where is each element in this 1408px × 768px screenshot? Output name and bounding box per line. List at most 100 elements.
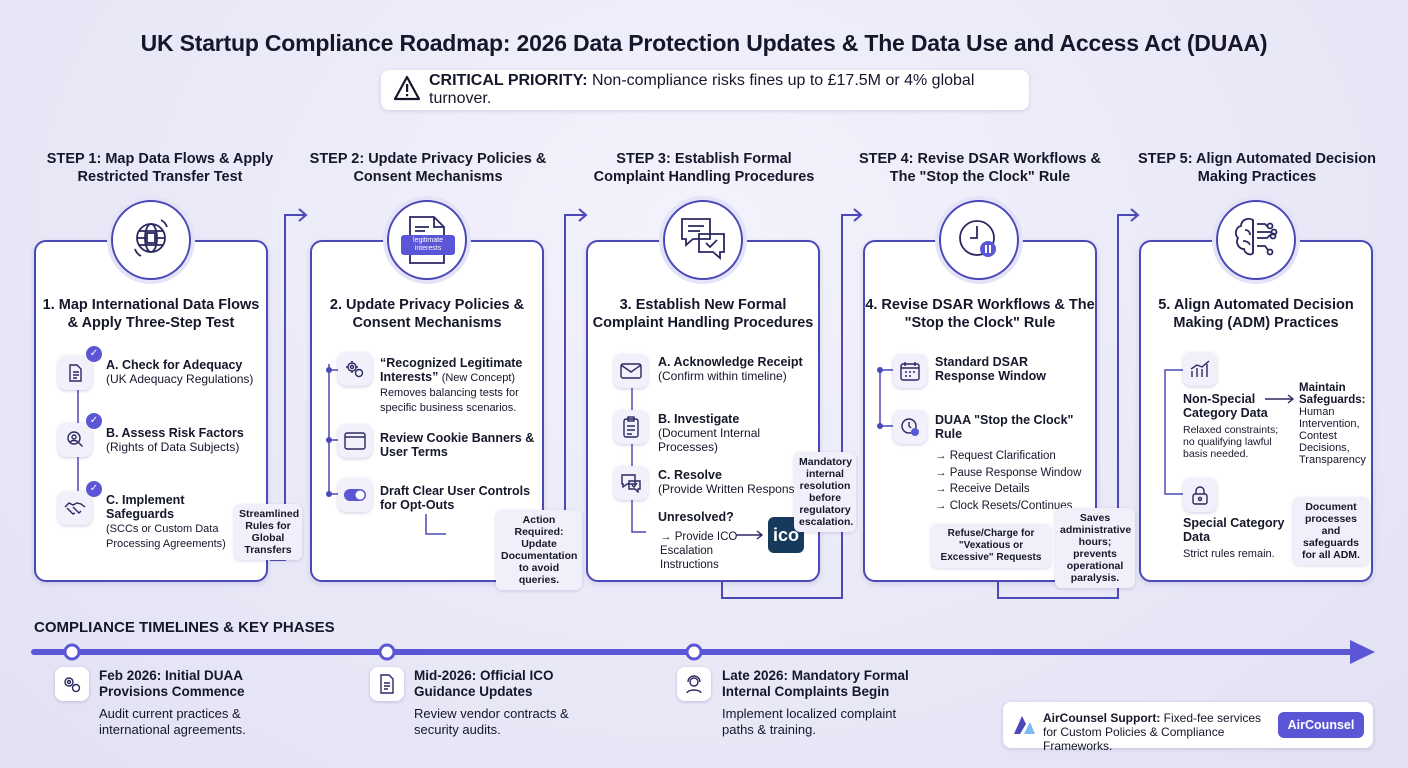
phase-1-desc: Audit current practices & international … bbox=[99, 706, 246, 737]
check-icon: ✓ bbox=[86, 413, 102, 429]
toggle-icon bbox=[338, 478, 372, 512]
clipboard-icon bbox=[614, 410, 648, 444]
step-1-item-b-title: B. Assess Risk Factors bbox=[106, 426, 244, 440]
chat-check-icon bbox=[614, 466, 648, 500]
policy-document-icon: legitimate interests bbox=[401, 215, 455, 265]
check-icon: ✓ bbox=[86, 346, 102, 362]
bar-chart-icon bbox=[1183, 352, 1217, 386]
step-3-item-c-desc: (Provide Written Response) bbox=[658, 482, 806, 496]
aircounsel-logo-icon bbox=[1011, 712, 1037, 743]
step-3-escalation: → Provide ICO Escalation Instructions bbox=[660, 531, 738, 571]
step-3-item-b-title: B. Investigate bbox=[658, 412, 740, 426]
priority-banner: CRITICAL PRIORITY: Non-compliance risks … bbox=[381, 70, 1029, 110]
step-3-item-c-title: C. Resolve bbox=[658, 468, 722, 482]
step-1-item-c-desc: (SCCs or Custom Data Processing Agreemen… bbox=[106, 523, 226, 550]
step-2-card: 2. Update Privacy Policies & Consent Mec… bbox=[310, 240, 582, 590]
warning-icon bbox=[393, 75, 421, 106]
aircounsel-support-box: AirCounsel Support: Fixed-fee services f… bbox=[1003, 702, 1373, 753]
stopwatch-icon bbox=[955, 214, 1003, 267]
step-5-card: 5. Align Automated Decision Making (ADM)… bbox=[1139, 240, 1373, 582]
step-4-item-2-title: DUAA "Stop the Clock" Rule bbox=[935, 413, 1074, 441]
step-1-header: STEP 1: Map Data Flows & Apply Restricte… bbox=[46, 151, 274, 185]
chat-bubbles-icon bbox=[679, 216, 727, 265]
clock-pause-icon bbox=[893, 410, 927, 444]
step-4-header: STEP 4: Revise DSAR Workflows & The "Sto… bbox=[858, 151, 1101, 185]
step-1-item-b-desc: (Rights of Data Subjects) bbox=[106, 440, 240, 454]
step-5-item-1-desc: Relaxed constraints; no qualifying lawfu… bbox=[1183, 424, 1279, 460]
gears-icon bbox=[338, 352, 372, 386]
step-4-circle bbox=[939, 200, 1019, 280]
step-2-item-1-title: “Recognized Legitimate Interests” bbox=[380, 356, 523, 384]
step-4-refuse-note: Refuse/Charge for "Vexatious or Excessiv… bbox=[931, 524, 1051, 568]
step-5-note: Document processes and safeguards for al… bbox=[1293, 497, 1369, 565]
step-3-item-a-desc: (Confirm within timeline) bbox=[658, 369, 787, 383]
gears-icon bbox=[55, 667, 89, 701]
priority-text: Non-compliance risks fines up to £17.5M … bbox=[429, 72, 975, 107]
step-3-card: 3. Establish New Formal Complaint Handli… bbox=[586, 240, 856, 582]
step-1-card-title: 1. Map International Data Flows & Apply … bbox=[42, 297, 260, 331]
step-4-card-title: 4. Revise DSAR Workflows & The "Stop the… bbox=[865, 297, 1095, 331]
step-5-item-1-title: Non-Special Category Data bbox=[1183, 392, 1268, 420]
priority-label: CRITICAL PRIORITY: bbox=[429, 72, 588, 89]
step-3-card-title: 3. Establish New Formal Complaint Handli… bbox=[592, 297, 814, 331]
document-icon bbox=[370, 667, 404, 701]
ai-brain-icon bbox=[1231, 214, 1281, 267]
page-title: UK Startup Compliance Roadmap: 2026 Data… bbox=[140, 30, 1268, 56]
envelope-icon bbox=[614, 354, 648, 388]
step-2-note: Action Required: Update Documentation to… bbox=[496, 510, 582, 590]
check-icon: ✓ bbox=[86, 481, 102, 497]
phase-2-desc: Review vendor contracts & security audit… bbox=[414, 706, 569, 737]
step-3-item-b-desc: (Document Internal Processes) bbox=[658, 426, 761, 454]
support-text: Fixed-fee services for Custom Policies &… bbox=[1043, 711, 1262, 753]
step-4-sub-2: → Pause Response Window bbox=[935, 466, 1082, 479]
document-icon bbox=[58, 356, 92, 390]
step-3-unresolved: Unresolved? bbox=[658, 510, 734, 524]
step-4-sub-4: → Clock Resets/Continues bbox=[935, 499, 1073, 512]
step-5-item-2-desc: Strict rules remain. bbox=[1183, 548, 1275, 560]
calendar-icon bbox=[893, 354, 927, 388]
step-2-item-1-badge: (New Concept) bbox=[441, 372, 516, 384]
legitimate-interests-label: legitimate interests bbox=[401, 235, 455, 255]
timeline-arrow bbox=[31, 640, 1375, 664]
step-3-header: STEP 3: Establish Formal Complaint Handl… bbox=[593, 151, 815, 185]
step-4-card: 4. Revise DSAR Workflows & The "Stop the… bbox=[863, 240, 1135, 588]
support-label: AirCounsel Support: bbox=[1043, 711, 1161, 725]
step-1-circle bbox=[111, 200, 191, 280]
phase-1-title: Feb 2026: Initial DUAA Provisions Commen… bbox=[99, 668, 245, 699]
step-2-circle: legitimate interests bbox=[387, 200, 467, 280]
step-1-item-a-title: A. Check for Adequacy bbox=[106, 358, 243, 372]
phase-2-title: Mid-2026: Official ICO Guidance Updates bbox=[414, 668, 554, 699]
timeline-title: COMPLIANCE TIMELINES & KEY PHASES bbox=[34, 619, 335, 636]
handshake-icon bbox=[58, 491, 92, 525]
search-person-icon bbox=[58, 423, 92, 457]
step-4-sub-3: → Receive Details bbox=[935, 483, 1030, 495]
step-5-header: STEP 5: Align Automated Decision Making … bbox=[1138, 151, 1376, 185]
step-2-header: STEP 2: Update Privacy Policies & Consen… bbox=[309, 151, 547, 185]
step-1-item-a-desc: (UK Adequacy Regulations) bbox=[106, 372, 254, 386]
step-4-sub-1: → Request Clarification bbox=[935, 450, 1056, 462]
step-1-item-c-title: C. Implement Safeguards bbox=[106, 493, 185, 521]
step-2-item-3-title: Draft Clear User Controls for Opt-Outs bbox=[380, 484, 531, 512]
phase-3-desc: Implement localized complaint paths & tr… bbox=[722, 706, 897, 737]
step-5-item-2-title: Special Category Data bbox=[1183, 516, 1285, 544]
step-2-item-2-title: Review Cookie Banners & User Terms bbox=[380, 431, 535, 459]
globe-icon bbox=[127, 214, 175, 267]
phase-3-title: Late 2026: Mandatory Formal Internal Com… bbox=[722, 668, 909, 699]
step-5-card-title: 5. Align Automated Decision Making (ADM)… bbox=[1158, 297, 1354, 331]
step-5-circle bbox=[1216, 200, 1296, 280]
support-agent-icon bbox=[677, 667, 711, 701]
step-2-item-1-desc: Removes balancing tests for specific bus… bbox=[380, 387, 519, 414]
step-1-note: Streamlined Rules for Global Transfers bbox=[234, 504, 302, 560]
step-4-item-1-title: Standard DSAR Response Window bbox=[935, 355, 1047, 383]
step-1-card: 1. Map International Data Flows & Apply … bbox=[34, 240, 302, 582]
step-3-note: Mandatory internal resolution before reg… bbox=[794, 452, 856, 532]
step-3-circle bbox=[663, 200, 743, 280]
aircounsel-button[interactable]: AirCounsel bbox=[1278, 712, 1364, 738]
step-3-item-a-title: A. Acknowledge Receipt bbox=[658, 355, 803, 369]
lock-icon bbox=[1183, 478, 1217, 512]
step-5-safeguards: Human Intervention, Contest Decisions, T… bbox=[1299, 406, 1366, 466]
browser-window-icon bbox=[338, 424, 372, 458]
step-2-card-title: 2. Update Privacy Policies & Consent Mec… bbox=[329, 297, 525, 331]
step-4-note: Saves administrative hours; prevents ope… bbox=[1055, 508, 1135, 588]
step-5-safeguards-title: Maintain Safeguards: bbox=[1299, 382, 1366, 406]
